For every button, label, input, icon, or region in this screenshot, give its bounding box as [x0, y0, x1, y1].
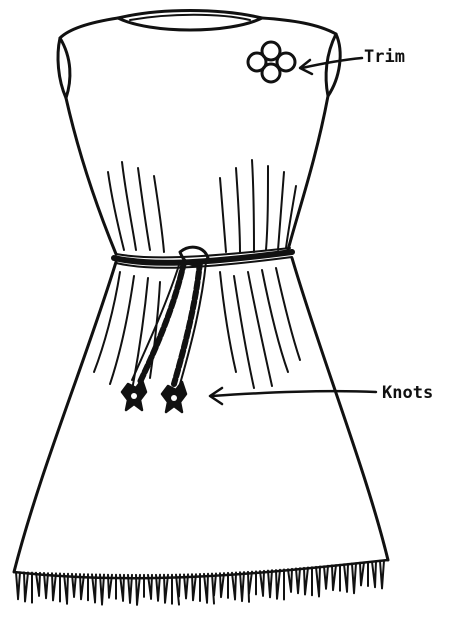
- right-armhole: [326, 34, 340, 96]
- left-armhole: [58, 38, 70, 98]
- fringe-strand: [102, 575, 104, 605]
- fringe-strand: [375, 561, 376, 587]
- belt-tie-left: [132, 262, 184, 382]
- fringe-strand: [319, 567, 320, 597]
- trim-arrow: [300, 58, 362, 74]
- fringe-strand: [249, 572, 252, 594]
- fringe-strand: [95, 575, 96, 603]
- left-shoulder: [60, 18, 118, 38]
- fringe-strand: [123, 575, 124, 601]
- skirt-left-side: [14, 262, 116, 572]
- fringe-strand: [151, 575, 152, 599]
- right-shoulder: [262, 18, 336, 34]
- fringe-strand: [354, 563, 356, 593]
- fringe-strand: [39, 573, 40, 596]
- trim-label: Trim: [364, 47, 405, 67]
- hem-fringe: [16, 560, 384, 605]
- neckline: [118, 11, 262, 31]
- skirt-right-side: [292, 258, 388, 560]
- fringe-strand: [242, 572, 244, 601]
- fringe-strand: [46, 573, 48, 598]
- fringe-strand: [179, 575, 180, 597]
- fringe-strand: [347, 564, 348, 592]
- fringe-strand: [67, 574, 68, 604]
- fringe-strand: [326, 566, 328, 589]
- trim-ornament: [248, 42, 295, 82]
- fringe-strand: [270, 570, 272, 597]
- bodice-right-side: [288, 96, 328, 250]
- neckline-inner: [130, 15, 250, 20]
- fringe-strand: [235, 573, 236, 600]
- bodice-gathers: [108, 160, 296, 252]
- fringe-strand: [263, 571, 264, 596]
- fringe-strand: [291, 569, 292, 592]
- fringe-strand: [298, 568, 300, 593]
- fringe-strand: [248, 572, 249, 602]
- knots-arrow: [210, 388, 376, 404]
- fringe-strand: [18, 572, 20, 599]
- knots-label: Knots: [382, 383, 433, 403]
- fringe-strand: [207, 574, 208, 603]
- fringe-strand: [382, 560, 384, 588]
